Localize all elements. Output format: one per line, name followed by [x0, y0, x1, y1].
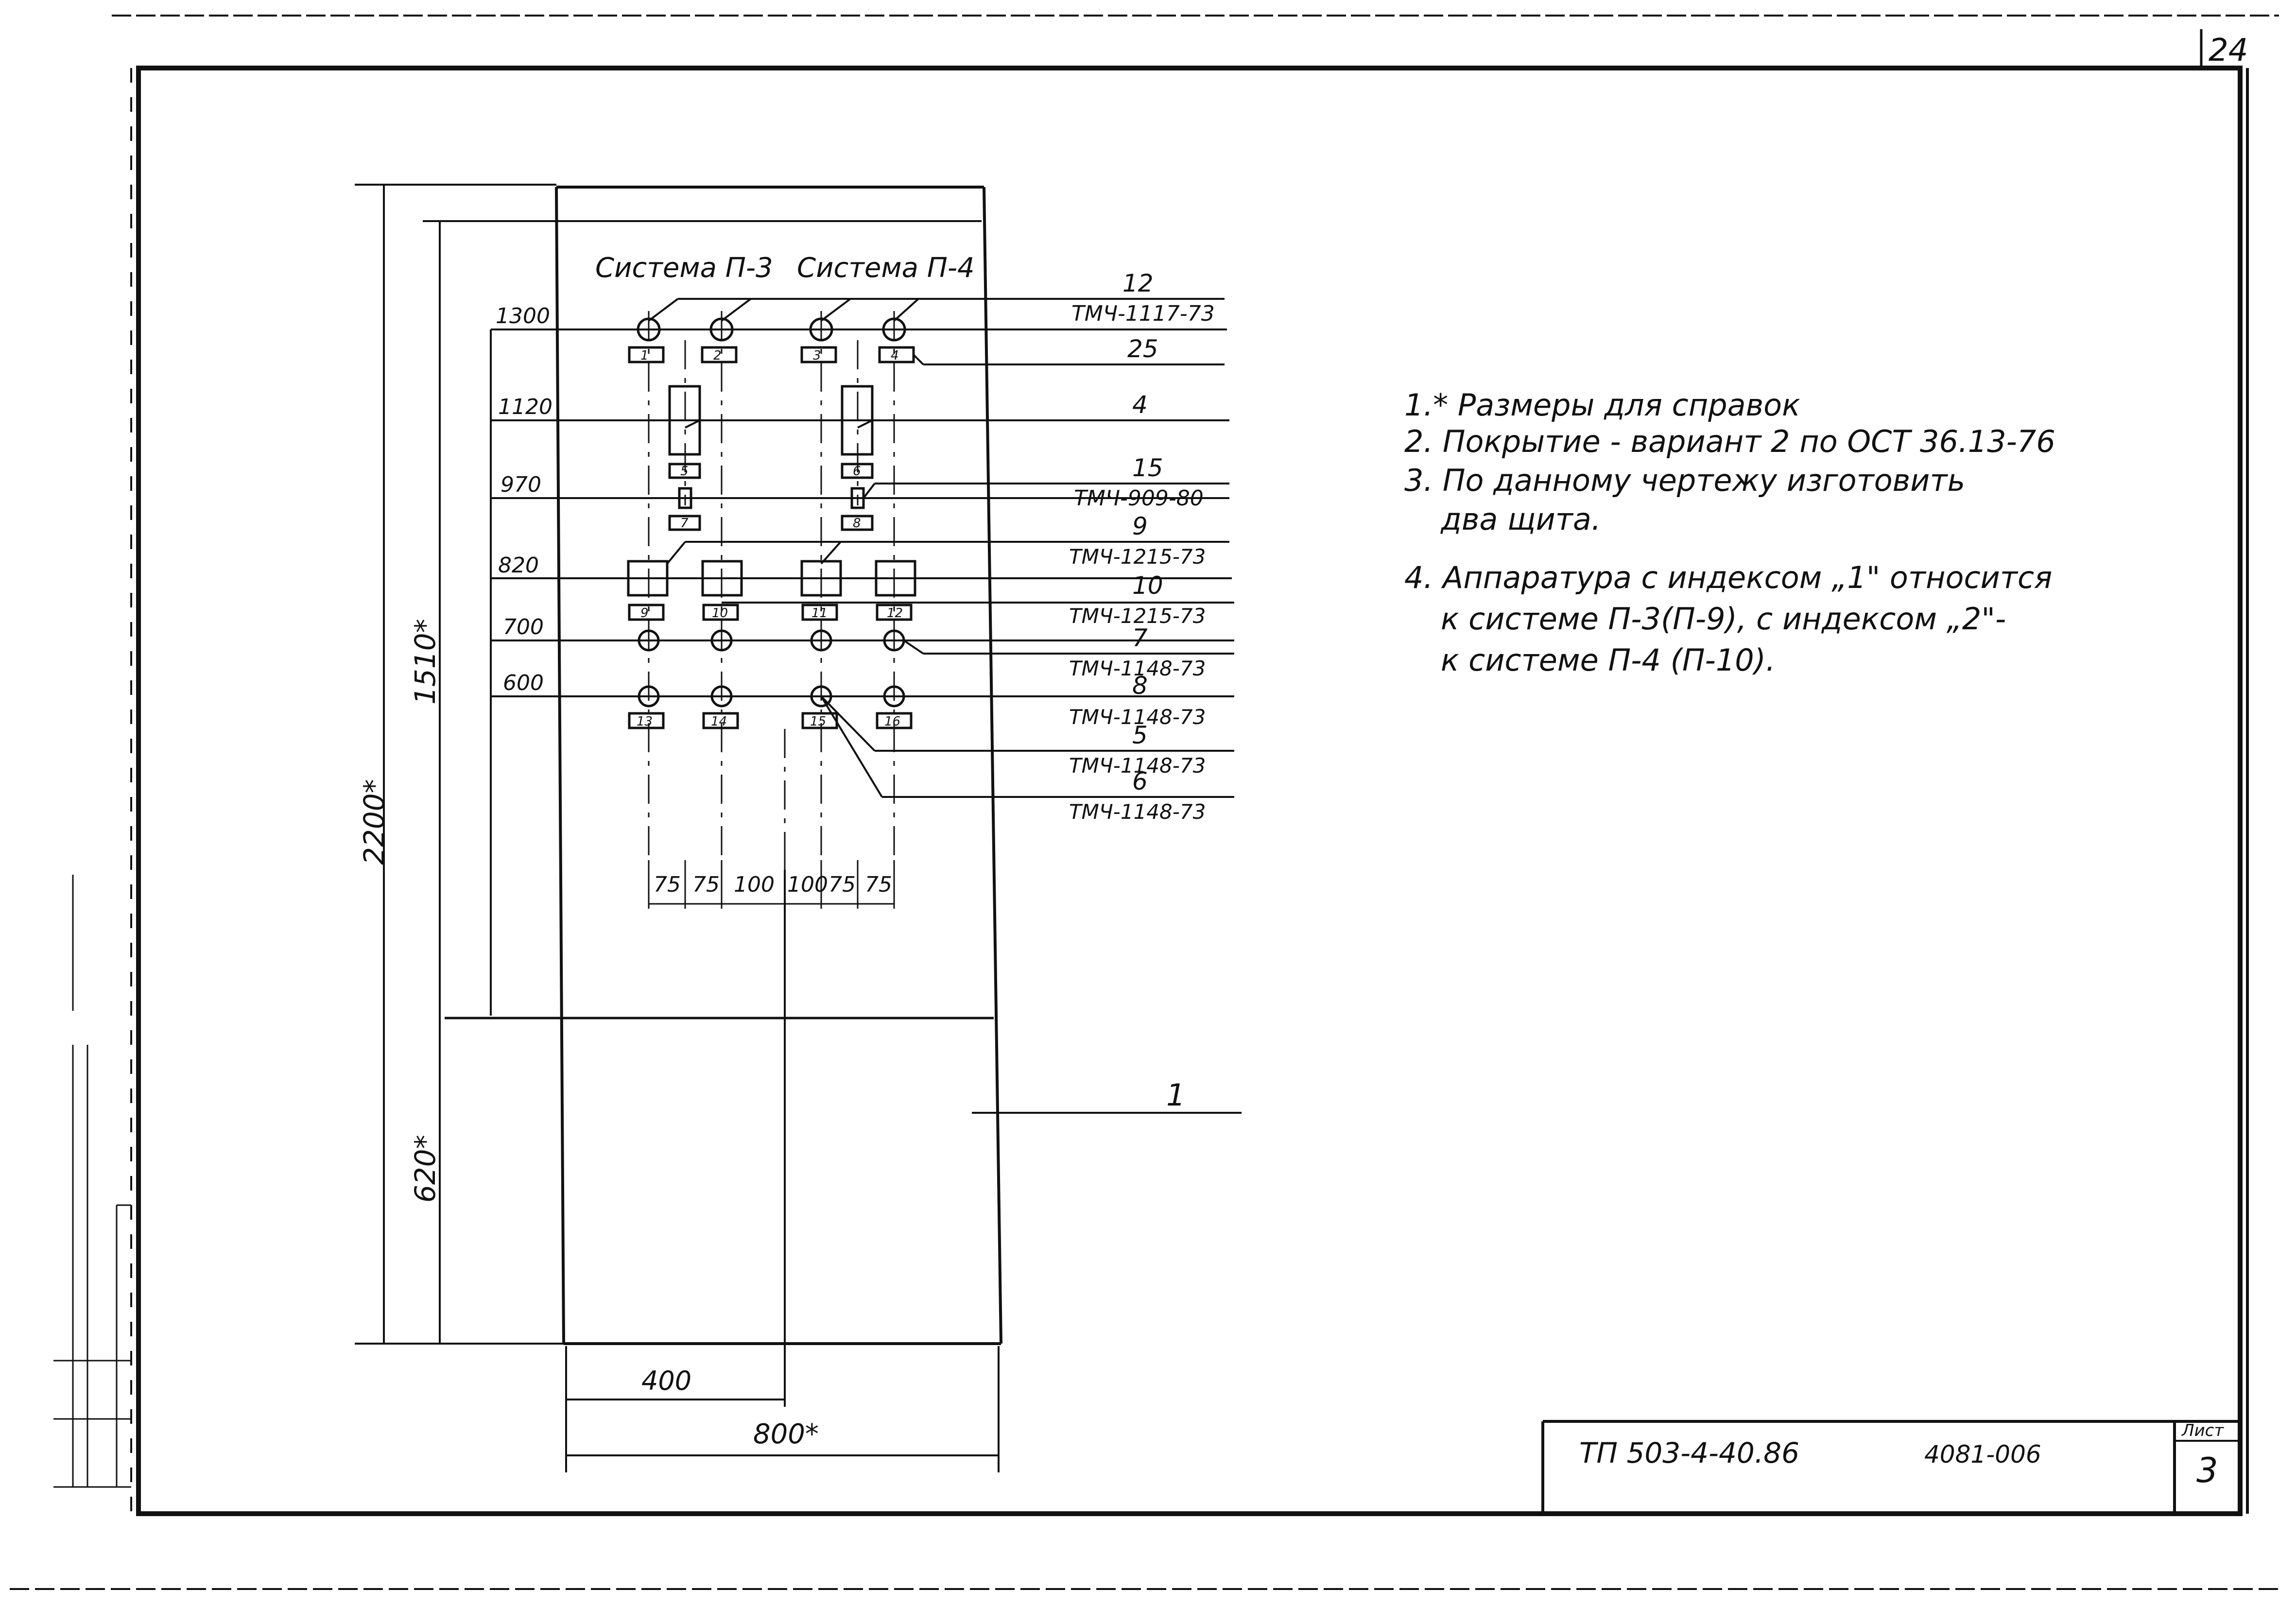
apparatus [627, 317, 916, 729]
callouts: 12 ТМЧ-1117-73 25 4 15 ТМЧ-909-80 9 ТМЧ-… [1069, 269, 1215, 1113]
svg-text:1: 1 [640, 348, 649, 363]
dim-total-height: 2200* [358, 779, 391, 865]
height-label-1120: 1120 [498, 395, 552, 419]
svg-text:ТМЧ-1148-73: ТМЧ-1148-73 [1069, 754, 1206, 778]
indicator-3 [809, 317, 833, 342]
panel-outline [445, 186, 1002, 1345]
dim-lower-height: 620* [409, 1135, 442, 1203]
svg-text:7: 7 [1132, 624, 1148, 652]
height-lines [491, 328, 1234, 697]
doc-code: ТП 503-4-40.86 [1579, 1436, 1799, 1469]
svg-text:15: 15 [1132, 454, 1163, 482]
tag-plate-2 [701, 346, 738, 363]
side-stamp [53, 875, 131, 1488]
note-1: 1.* Размеры для справок [1404, 387, 1800, 423]
svg-text:ТМЧ-1148-73: ТМЧ-1148-73 [1069, 800, 1206, 824]
system-right-label: Система П-4 [797, 252, 975, 284]
dim-half-width: 400 [641, 1365, 691, 1396]
item-numbers: 1 2 3 4 5 6 7 8 9 10 11 12 13 14 15 16 [637, 348, 903, 729]
spacing-dimension [648, 860, 895, 909]
svg-text:ТМЧ-1215-73: ТМЧ-1215-73 [1069, 545, 1206, 569]
svg-text:25: 25 [1127, 335, 1158, 363]
spacing-2: 75 [692, 872, 720, 897]
svg-text:1: 1 [1166, 1077, 1185, 1113]
tag-plate-3 [800, 346, 837, 363]
leader-lines [648, 298, 1242, 1114]
tag-plate-1 [628, 346, 665, 363]
sheet-label: Лист [2181, 1421, 2224, 1440]
column-centerlines [648, 311, 895, 1016]
svg-text:ТМЧ-1215-73: ТМЧ-1215-73 [1069, 604, 1206, 628]
svg-text:8: 8 [853, 516, 861, 531]
svg-text:ТМЧ-909-80: ТМЧ-909-80 [1074, 486, 1204, 511]
svg-text:12: 12 [1122, 269, 1154, 297]
svg-text:13: 13 [637, 714, 653, 729]
dim-total-width: 800* [753, 1418, 819, 1450]
indicator-1 [637, 317, 661, 342]
spacing-1: 75 [654, 872, 681, 897]
svg-text:7: 7 [680, 516, 689, 531]
height-label-600: 600 [503, 671, 544, 695]
spacing-4: 100 [787, 872, 828, 897]
svg-text:10: 10 [1132, 571, 1163, 600]
note-3b: два щита. [1440, 501, 1601, 537]
svg-text:11: 11 [811, 606, 828, 621]
svg-text:9: 9 [1132, 512, 1148, 540]
sheet-number: 3 [2196, 1451, 2218, 1490]
drawing-frame [136, 66, 2243, 1516]
svg-text:ТМЧ-1117-73: ТМЧ-1117-73 [1071, 301, 1215, 326]
sensor-left [678, 487, 692, 509]
switch-9 [627, 560, 669, 597]
album-code: 4081-006 [1924, 1440, 2041, 1469]
svg-text:15: 15 [810, 714, 826, 729]
svg-text:16: 16 [884, 714, 900, 729]
svg-text:2: 2 [713, 348, 722, 363]
switch-10 [701, 560, 743, 597]
svg-text:ТМЧ-1148-73: ТМЧ-1148-73 [1069, 705, 1206, 729]
note-4b: к системе П-3(П-9), с индексом „2"- [1441, 601, 2006, 637]
dimension-lines [355, 184, 1000, 1472]
spacing-6: 75 [865, 872, 892, 897]
svg-text:5: 5 [680, 464, 689, 479]
svg-text:6: 6 [853, 464, 861, 479]
switch-11 [800, 560, 842, 597]
general-notes: 1.* Размеры для справок 2. Покрытие - ва… [1404, 387, 2055, 678]
height-label-1300: 1300 [496, 304, 550, 328]
svg-text:12: 12 [887, 606, 903, 621]
height-label-970: 970 [501, 472, 541, 497]
svg-text:4: 4 [1132, 391, 1148, 419]
svg-text:4: 4 [891, 348, 899, 363]
svg-text:6: 6 [1132, 767, 1148, 795]
svg-text:9: 9 [640, 606, 649, 621]
svg-text:3: 3 [813, 348, 821, 363]
spacing-5: 75 [829, 872, 856, 897]
dim-upper-height: 1510* [409, 619, 442, 705]
note-3: 3. По данному чертежу изготовить [1404, 463, 1965, 498]
title-block: ТП 503-4-40.86 4081-006 Лист 3 [1541, 1420, 2240, 1514]
system-left-label: Система П-3 [595, 252, 773, 284]
note-4: 4. Аппаратура с индексом „1" относится [1404, 560, 2052, 595]
spacing-3: 100 [734, 872, 775, 897]
height-label-820: 820 [498, 553, 539, 578]
sheet-corner-number: 24 [2209, 33, 2248, 69]
note-2: 2. Покрытие - вариант 2 по ОСТ 36.13-76 [1404, 424, 2055, 459]
indicator-2 [709, 317, 734, 342]
svg-text:14: 14 [711, 714, 727, 729]
switch-12 [875, 560, 916, 597]
svg-text:8: 8 [1132, 672, 1148, 700]
height-label-700: 700 [503, 615, 544, 639]
indicator-4 [882, 317, 906, 342]
note-4c: к системе П-4 (П-10). [1441, 642, 1776, 678]
svg-text:10: 10 [712, 606, 728, 621]
svg-text:ТМЧ-1148-73: ТМЧ-1148-73 [1069, 657, 1206, 680]
svg-text:5: 5 [1132, 721, 1148, 749]
